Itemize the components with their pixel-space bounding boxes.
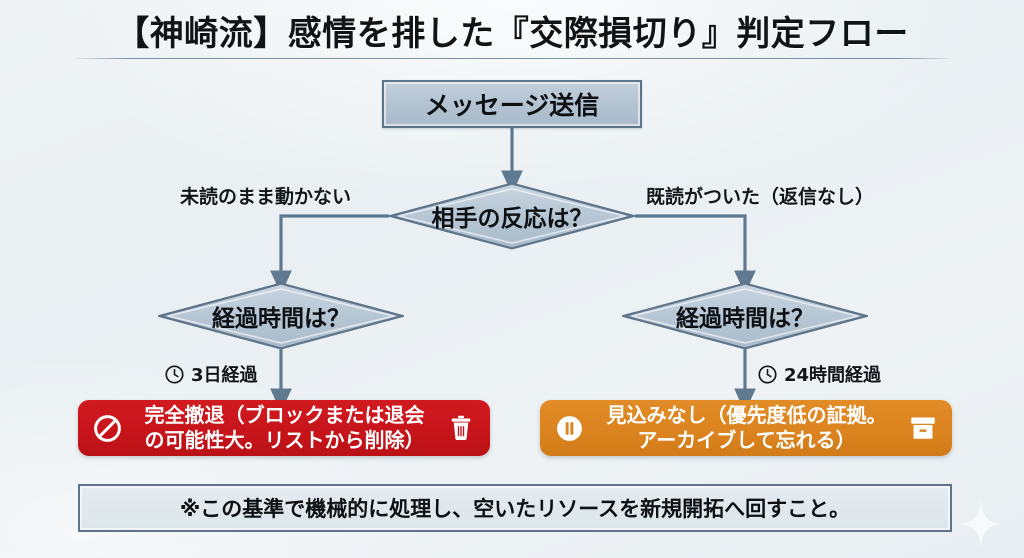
result-full-retreat[interactable]: 完全撤退（ブロックまたは退会 の可能性大。リストから削除） xyxy=(78,400,490,456)
edge-label-left: 未読のまま動かない xyxy=(180,186,352,208)
time-label-right-text: 24時間経過 xyxy=(784,365,882,386)
footer-note: ※この基準で機械的に処理し、空いたリソースを新規開拓へ回すこと。 xyxy=(78,484,952,532)
title-divider xyxy=(77,58,949,59)
result-no-prospect-line1: 見込みなし（優先度低の証拠。 xyxy=(606,403,887,427)
pause-icon xyxy=(554,413,585,444)
decision-elapsed-left[interactable]: 経過時間は？ xyxy=(158,282,404,350)
decision-elapsed-right[interactable]: 経過時間は？ xyxy=(622,282,868,350)
result-full-retreat-text: 完全撤退（ブロックまたは退会 の可能性大。リストから削除） xyxy=(123,403,446,453)
result-no-prospect-text: 見込みなし（優先度低の証拠。 アーカイブして忘れる） xyxy=(585,403,908,453)
diamond-shape xyxy=(389,182,635,250)
page-title: 【神崎流】感情を排した『交際損切り』判定フロー xyxy=(115,14,909,54)
time-label-right: 24時間経過 xyxy=(757,361,881,387)
time-label-left: 3日経過 xyxy=(164,361,258,387)
trash-icon[interactable] xyxy=(446,413,476,443)
node-send-message[interactable]: メッセージ送信 xyxy=(382,80,642,128)
result-no-prospect-line2: アーカイブして忘れる） xyxy=(637,428,856,452)
edge-label-right: 既読がついた（返信なし） xyxy=(646,186,875,208)
footer-note-text: ※この基準で機械的に処理し、空いたリソースを新規開拓へ回すこと。 xyxy=(179,497,851,521)
prohibition-icon xyxy=(92,413,123,444)
result-full-retreat-line2: の可能性大。リストから削除） xyxy=(144,428,425,452)
diamond-shape xyxy=(622,282,868,350)
result-no-prospect[interactable]: 見込みなし（優先度低の証拠。 アーカイブして忘れる） xyxy=(540,400,952,456)
result-full-retreat-line1: 完全撤退（ブロックまたは退会 xyxy=(144,403,425,427)
decision-reaction[interactable]: 相手の反応は？ xyxy=(389,182,635,250)
node-send-message-label: メッセージ送信 xyxy=(424,91,600,120)
diamond-shape xyxy=(158,282,404,350)
time-label-left-text: 3日経過 xyxy=(191,365,258,386)
clock-icon xyxy=(165,364,184,384)
clock-icon xyxy=(758,364,777,384)
sparkle-icon xyxy=(960,500,1002,552)
archive-icon[interactable] xyxy=(908,413,938,443)
